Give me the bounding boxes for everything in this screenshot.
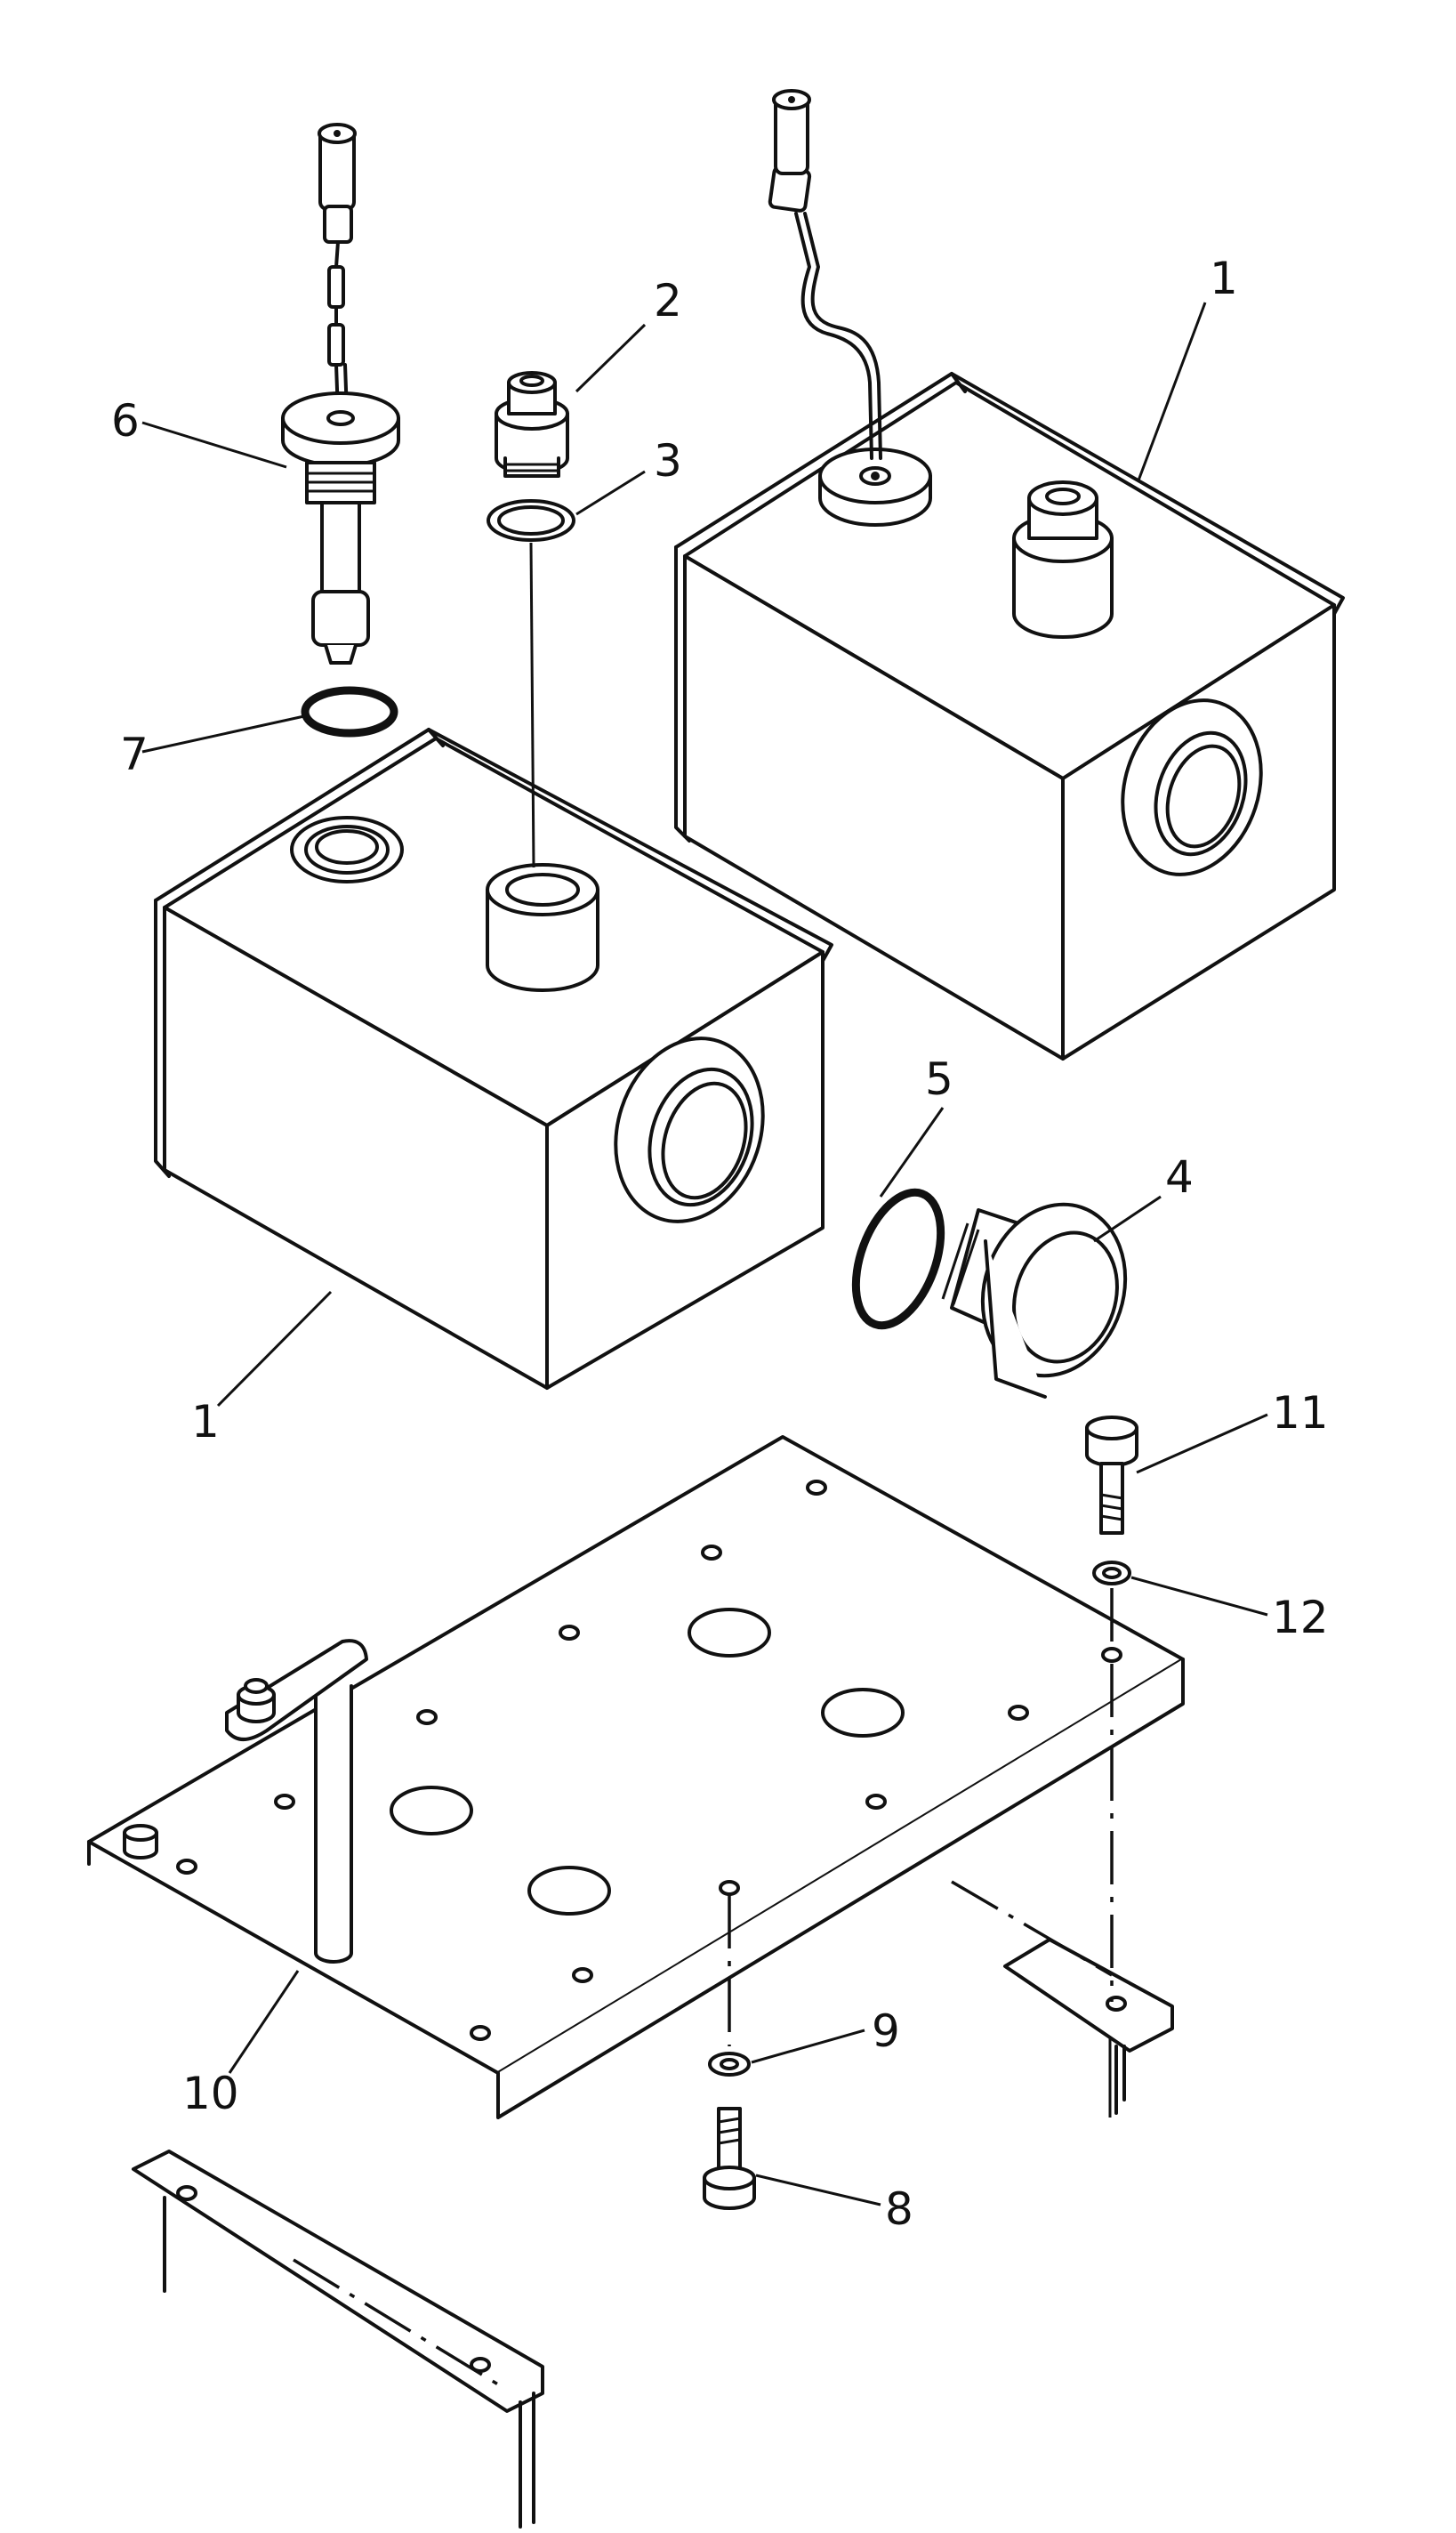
seal-part-3 — [487, 499, 575, 542]
callout-7: 7 — [120, 729, 149, 780]
washer-part-9 — [708, 2052, 751, 2077]
o-ring-part-5 — [851, 1188, 945, 1330]
callout-10: 10 — [182, 2068, 239, 2119]
top-port-left — [290, 816, 404, 883]
sensor-fitting-top-right — [818, 448, 932, 527]
sensor-part-6 — [281, 123, 400, 665]
side-port-right — [1121, 698, 1263, 876]
callout-12: 12 — [1272, 1592, 1329, 1643]
callout-1-lower: 1 — [191, 1396, 220, 1448]
assembly-lines — [293, 542, 1114, 2386]
callout-4: 4 — [1165, 1151, 1194, 1203]
plate-post — [123, 1639, 368, 1964]
valve-block-right — [674, 89, 1345, 1061]
side-port-left — [614, 1037, 765, 1223]
mounting-plate-part-10 — [87, 1435, 1185, 2119]
plate-holes — [176, 1480, 1122, 2041]
plug-top-right — [1012, 480, 1114, 639]
leader-lines — [141, 302, 1268, 2206]
callout-8: 8 — [885, 2183, 913, 2235]
callout-3: 3 — [654, 435, 682, 487]
callout-2: 2 — [654, 275, 682, 327]
frame-bracket-right — [1003, 1938, 1174, 2115]
washer-part-12 — [1092, 1561, 1131, 1585]
bolt-part-8 — [703, 2107, 756, 2210]
callout-9: 9 — [872, 2005, 900, 2057]
valve-block-left — [154, 728, 833, 1390]
plug-part-2 — [495, 371, 569, 478]
callout-5: 5 — [925, 1053, 953, 1105]
frame-bracket-left — [132, 2150, 544, 2529]
callout-1-upper: 1 — [1210, 253, 1238, 304]
callout-11: 11 — [1272, 1387, 1329, 1439]
sensor-wire-right — [768, 89, 882, 460]
callouts: 1 1 2 3 4 5 6 7 8 9 10 11 12 — [111, 253, 1329, 2235]
top-boss-left — [486, 863, 599, 992]
bolt-part-11 — [1085, 1416, 1138, 1535]
callout-6: 6 — [111, 395, 140, 447]
o-ring-part-7 — [301, 686, 398, 738]
plug-part-4 — [941, 1202, 1128, 1399]
